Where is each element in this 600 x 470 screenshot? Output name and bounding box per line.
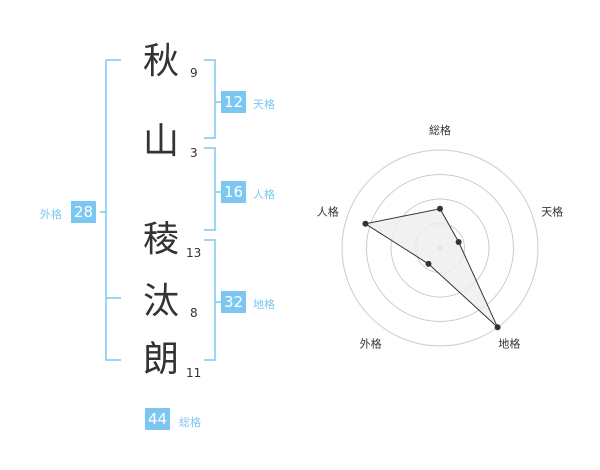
name-char-2: 山 [142,121,179,162]
tenkaku-bracket [204,59,216,139]
radar-axis-label-5: 人格 [317,205,339,219]
stroke-count-5: 11 [186,366,202,380]
radar-axis-label-3: 地格 [498,337,520,351]
soukaku-label: 総格 [179,416,201,429]
radar-ring-4 [341,149,539,347]
radar-series-polygon [364,208,499,328]
gaikaku-bracket [105,59,121,361]
radar-ring-2 [390,198,490,298]
stroke-count-1: 9 [190,66,198,80]
name-char-4: 汰 [142,281,179,322]
jinkaku-bracket [204,147,216,231]
radar-axis-label-2: 天格 [541,205,563,219]
soukaku-value-badge: 44 [145,408,171,430]
gaikaku-label: 外格 [40,208,62,221]
radar-point-1 [437,205,443,212]
stroke-count-3: 13 [186,246,202,260]
radar-axis-label-1: 総格 [429,123,451,137]
radar-point-5 [362,220,369,227]
chikaku-bracket [204,239,216,361]
name-char-1: 秋 [142,41,179,82]
jinkaku-value-badge: 16 [221,181,247,203]
radar-series [362,205,501,331]
chikaku-value-badge: 32 [221,291,247,313]
tenkaku-label: 天格 [253,98,275,111]
stroke-count-4: 8 [190,306,198,320]
radar-axis-label-4: 外格 [360,337,382,351]
name-char-5: 朗 [142,339,179,380]
radar-ring-3 [366,174,514,322]
radar-point-4 [425,260,432,267]
jinkaku-label: 人格 [253,188,275,201]
radar-point-3 [494,324,501,331]
name-char-3: 稜 [142,219,179,260]
chikaku-label: 地格 [253,298,275,311]
tenkaku-value-badge: 12 [221,91,247,113]
radar-point-2 [455,238,462,245]
gaikaku-value-badge: 28 [71,201,97,223]
stroke-count-2: 3 [190,146,198,160]
